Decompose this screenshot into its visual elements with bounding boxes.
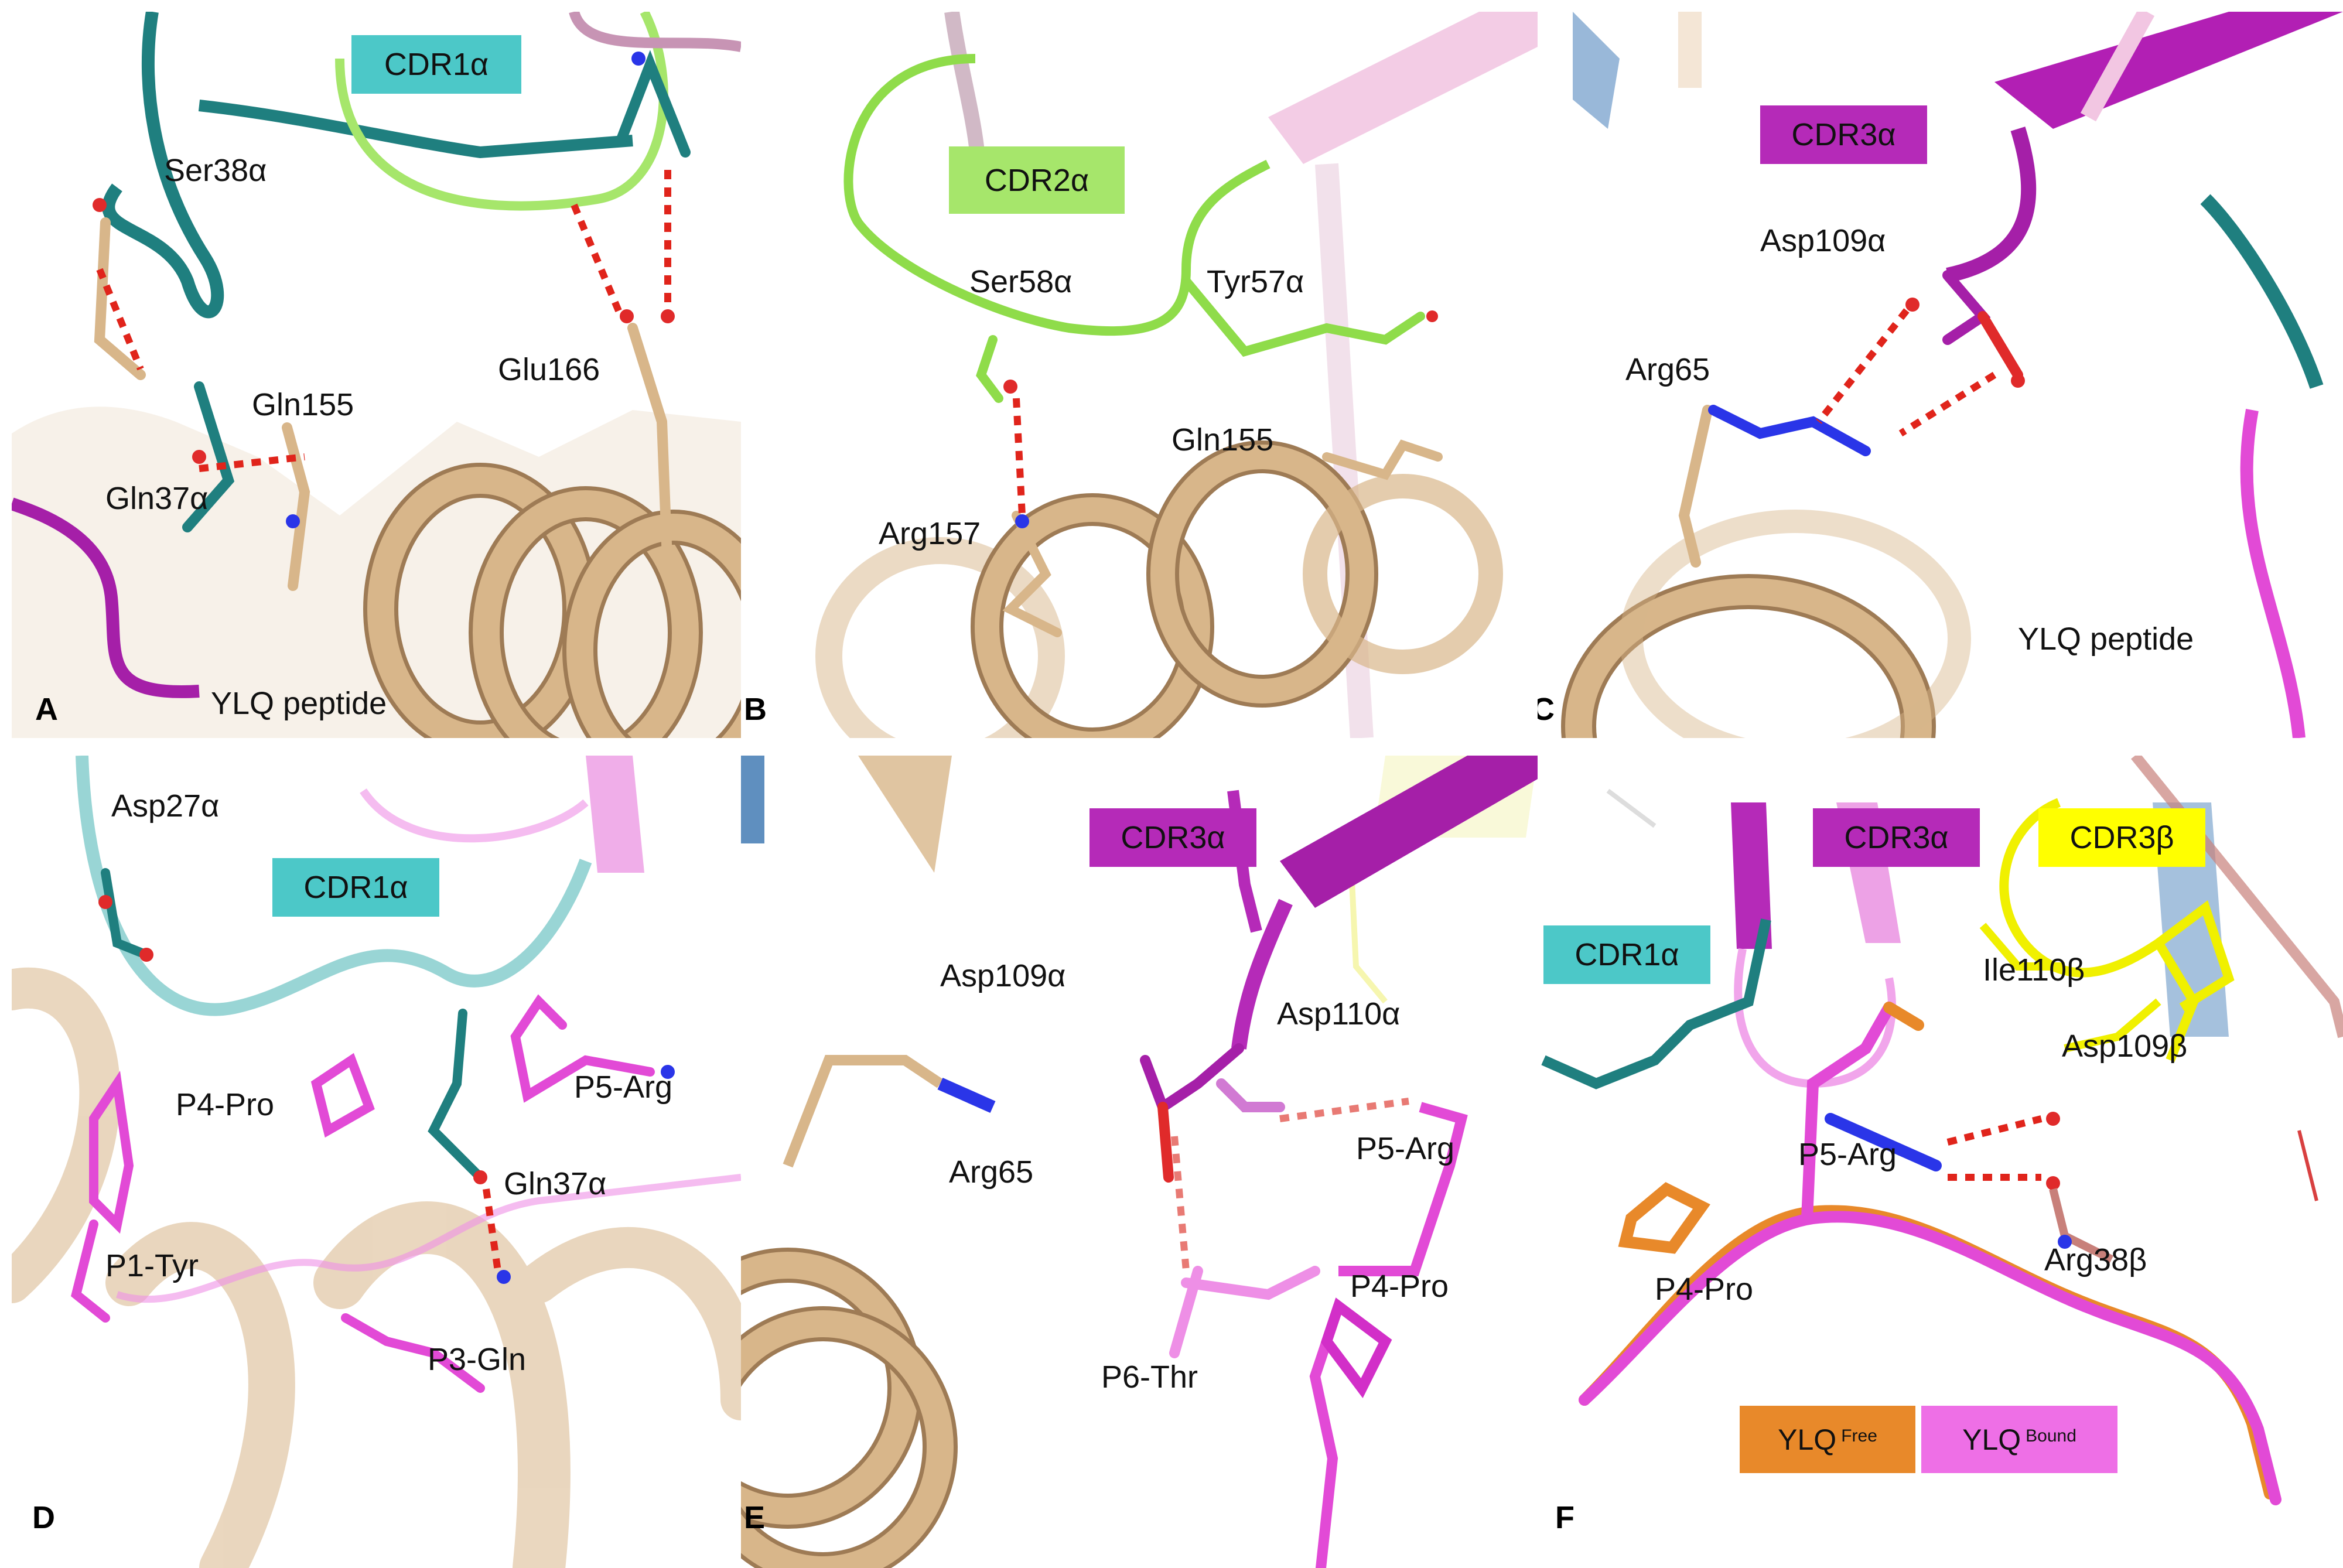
panel-e-structure xyxy=(741,756,1538,1568)
cdr1a-tag: CDR1α xyxy=(351,35,521,94)
label-glu166: Glu166 xyxy=(498,352,600,387)
label-arg65: Arg65 xyxy=(949,1154,1034,1190)
legend-ylq-free-sup: Free xyxy=(1841,1426,1877,1446)
label-ser58a: Ser58α xyxy=(969,264,1073,299)
panel-a: CDR1α Ser38α Gln155 Glu166 Gln37α YLQ pe… xyxy=(12,12,741,738)
panel-a-structure xyxy=(12,12,741,738)
cdr3b-tag: CDR3β xyxy=(2038,808,2205,867)
panel-letter-a: A xyxy=(35,692,58,727)
label-arg38b: Arg38β xyxy=(2044,1242,2147,1277)
label-ylq-peptide: YLQ peptide xyxy=(2018,621,2194,657)
label-asp109a: Asp109α xyxy=(940,958,1066,993)
label-gln37a: Gln37α xyxy=(504,1166,607,1201)
legend-ylq-bound-sup: Bound xyxy=(2026,1426,2076,1446)
label-p4-pro: P4-Pro xyxy=(1655,1272,1754,1307)
panel-letter-d: D xyxy=(32,1500,55,1535)
label-p4-pro: P4-Pro xyxy=(1350,1269,1449,1304)
panel-b-structure xyxy=(741,12,1538,738)
label-p5-arg: P5-Arg xyxy=(1356,1131,1455,1166)
cdr3a-tag: CDR3α xyxy=(1089,808,1256,867)
label-p1-tyr: P1-Tyr xyxy=(105,1248,199,1283)
label-asp109a: Asp109α xyxy=(1760,223,1886,258)
label-gln155: Gln155 xyxy=(1172,422,1274,457)
cdr2a-tag: CDR2α xyxy=(949,146,1125,214)
panel-d-structure xyxy=(12,756,741,1568)
label-asp110a: Asp110α xyxy=(1277,996,1401,1031)
label-ile110b: Ile110β xyxy=(1983,952,2085,988)
cdr3a-tag: CDR3α xyxy=(1813,808,1980,867)
panel-c: CDR3α Asp109α Arg65 YLQ peptide C xyxy=(1538,12,2343,738)
label-ylq-peptide: YLQ peptide xyxy=(211,686,387,721)
label-p5-arg: P5-Arg xyxy=(574,1070,673,1105)
panel-letter-e: E xyxy=(744,1500,766,1535)
cdr1a-tag: CDR1α xyxy=(272,858,439,917)
legend-ylq-free-text: YLQ xyxy=(1778,1423,1837,1456)
cdr3a-tag: CDR3α xyxy=(1760,105,1927,164)
legend-ylq-bound-text: YLQ xyxy=(1962,1423,2021,1456)
label-p4-pro: P4-Pro xyxy=(176,1087,275,1122)
label-arg65: Arg65 xyxy=(1625,352,1710,387)
panel-letter-c: C xyxy=(1538,692,1555,727)
label-gln155: Gln155 xyxy=(252,387,354,422)
label-p6-thr: P6-Thr xyxy=(1101,1359,1198,1395)
label-p5-arg: P5-Arg xyxy=(1798,1137,1897,1172)
panel-c-structure xyxy=(1538,12,2343,738)
label-p3-gln: P3-Gln xyxy=(428,1342,527,1377)
cdr1a-tag: CDR1α xyxy=(1543,925,1710,984)
label-gln37a: Gln37α xyxy=(105,481,209,516)
panel-letter-b: B xyxy=(744,692,767,727)
label-asp109b: Asp109β xyxy=(2062,1029,2188,1064)
panel-e: CDR3α Asp109α Asp110α Arg65 P5-Arg P4-Pr… xyxy=(741,756,1538,1568)
panel-letter-f: F xyxy=(1555,1500,1574,1535)
label-tyr57a: Tyr57α xyxy=(1207,264,1304,299)
panel-b: CDR2α Ser58α Tyr57α Gln155 Arg157 B xyxy=(741,12,1538,738)
panel-f: CDR3α CDR3β CDR1α Ile110β Asp109β P5-Arg… xyxy=(1538,756,2343,1568)
label-arg157: Arg157 xyxy=(879,516,981,551)
panel-d: CDR1α Asp27α P4-Pro P5-Arg Gln37α P1-Tyr… xyxy=(12,756,741,1568)
label-asp27a: Asp27α xyxy=(111,788,220,824)
label-ser38a: Ser38α xyxy=(164,153,267,188)
